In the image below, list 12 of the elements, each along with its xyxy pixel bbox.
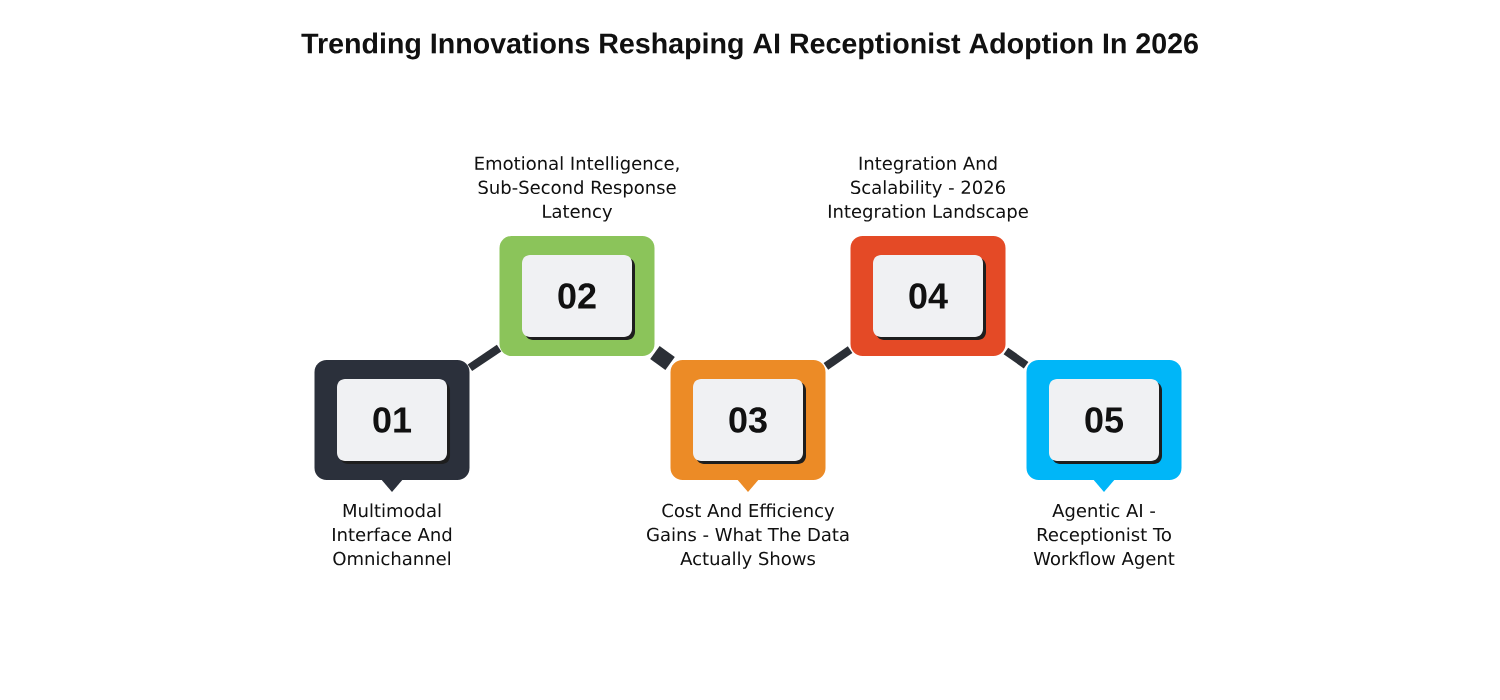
title: Trending Innovations Reshaping AI Receptionist Adoption In 2026 — [301, 32, 1198, 60]
step-description: Emotional Intelligence, Sub-Second Response Latency — [475, 156, 679, 222]
connector-line — [467, 344, 502, 372]
step-description: Multimodal Interface And Omnichannel — [333, 503, 452, 566]
connector-line — [823, 346, 853, 370]
number-tile: 02 — [522, 255, 635, 340]
step-description: Agentic AI - Receptionist To Workflow Agent — [1033, 503, 1175, 569]
connector-line — [650, 346, 675, 370]
step-description: Integration And Scalability - 2026 Integration Landscape — [828, 156, 1028, 222]
number-tile: 04 — [873, 255, 986, 340]
step-description: Cost And Efficiency Gains - What The Data Actually Shows — [647, 503, 849, 569]
connector-line — [1003, 347, 1029, 369]
